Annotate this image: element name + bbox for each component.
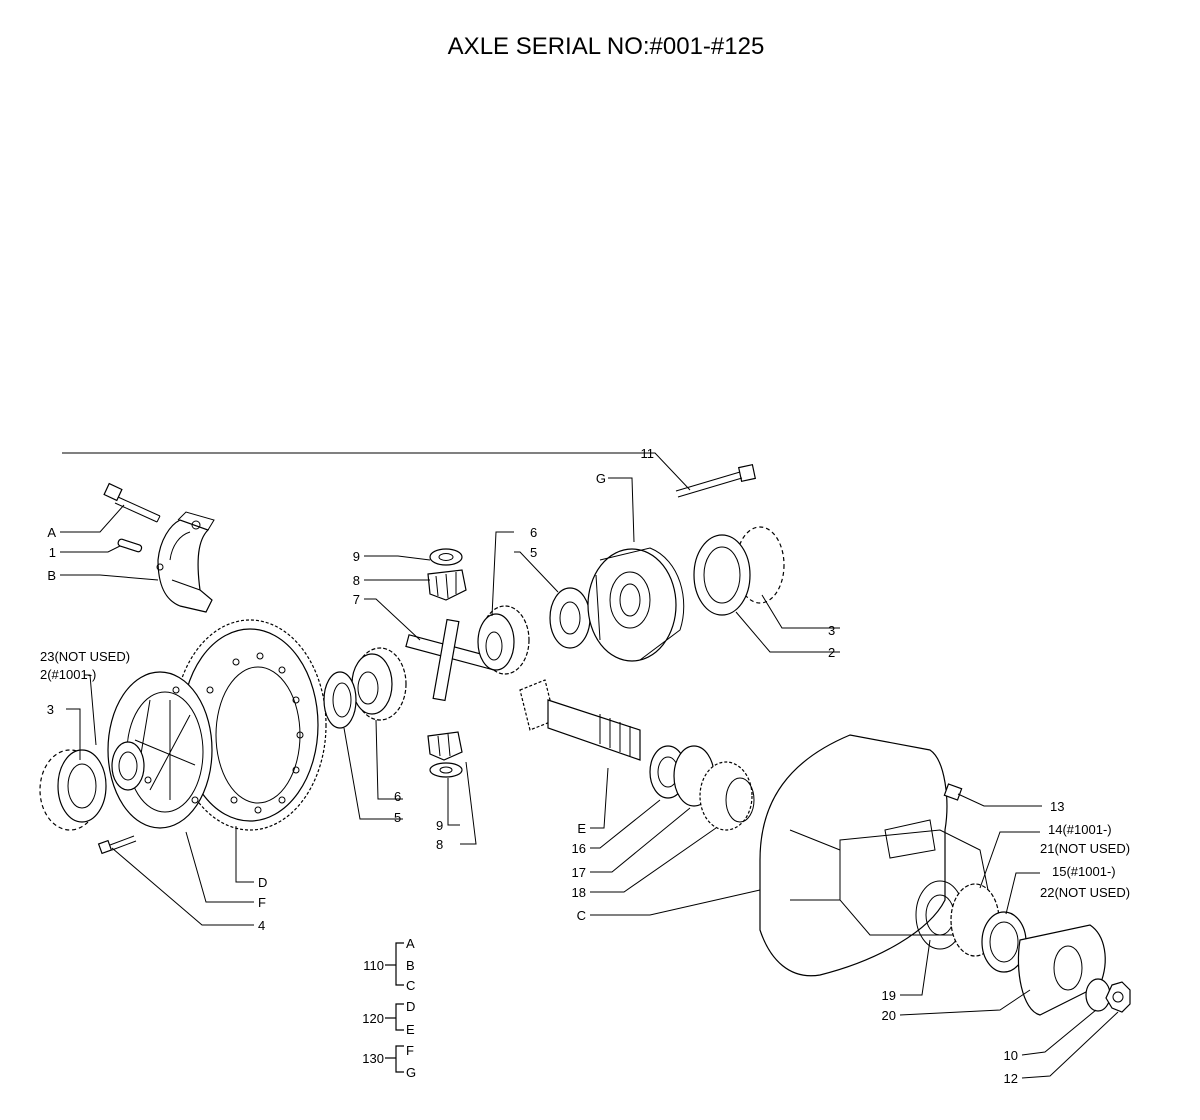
callout-5-mid: 5 xyxy=(394,810,401,825)
callout-15-1001: 15(#1001-) xyxy=(1052,864,1116,879)
group-120-letter-d: D xyxy=(406,999,415,1014)
ring-gear-d-part xyxy=(173,619,327,831)
drive-pinion-e-part xyxy=(519,679,641,761)
callout-7: 7 xyxy=(353,592,360,607)
bolt-11-part xyxy=(675,463,757,498)
diagram-title: AXLE SERIAL NO:#001-#125 xyxy=(448,33,765,60)
group-130-number: 130 xyxy=(362,1051,384,1066)
bearing-18-part xyxy=(699,761,755,831)
side-gear-6-top-part xyxy=(477,605,530,675)
pinion-gear-8-bottom-part xyxy=(427,731,463,761)
callout-14-1001: 14(#1001-) xyxy=(1048,822,1112,837)
group-110-letter-a: A xyxy=(406,936,415,951)
pin-1-part xyxy=(117,538,143,553)
group-110-number: 110 xyxy=(363,958,384,973)
callout-d: D xyxy=(258,875,267,890)
callout-6-mid: 6 xyxy=(394,789,401,804)
thrust-washer-5-part xyxy=(323,671,357,729)
callout-g: G xyxy=(596,471,606,486)
bearing-2-3-part xyxy=(693,526,785,616)
group-120: 120 D E xyxy=(362,999,415,1037)
callout-f: F xyxy=(258,895,266,910)
callout-6-top: 6 xyxy=(530,525,537,540)
callout-labels: 11 G A 1 B 9 8 7 6 5 3 2 23(NOT USED) 2(… xyxy=(40,446,1130,1086)
group-130: 130 F G xyxy=(362,1043,416,1080)
nut-12-part xyxy=(1105,981,1131,1013)
callout-9-top: 9 xyxy=(353,549,360,564)
washer-9-bottom-part xyxy=(429,762,463,778)
callout-2-right: 2 xyxy=(828,645,835,660)
callout-1: 1 xyxy=(49,545,56,560)
group-120-number: 120 xyxy=(362,1011,384,1026)
callout-8-bottom: 8 xyxy=(436,837,443,852)
carrier-housing-c-part xyxy=(759,734,991,977)
callout-22-not-used: 22(NOT USED) xyxy=(1040,885,1130,900)
group-130-letter-g: G xyxy=(406,1065,416,1080)
callout-21-not-used: 21(NOT USED) xyxy=(1040,841,1130,856)
group-120-letter-e: E xyxy=(406,1022,415,1037)
callout-13: 13 xyxy=(1050,799,1064,814)
callout-2-1001: 2(#1001-) xyxy=(40,667,96,682)
bearing-cap-b-part xyxy=(156,511,215,613)
group-110: 110 A B C xyxy=(363,936,415,993)
callout-c: C xyxy=(577,908,586,923)
callout-16: 16 xyxy=(572,841,586,856)
washer-10-part xyxy=(1085,978,1111,1012)
callout-19: 19 xyxy=(882,988,896,1003)
callout-3-left: 3 xyxy=(47,702,54,717)
callout-17: 17 xyxy=(572,865,586,880)
side-gear-6-part xyxy=(351,647,407,721)
group-110-letter-c: C xyxy=(406,978,415,993)
bolt-4-part xyxy=(97,835,137,855)
companion-flange-20-part xyxy=(1017,924,1106,1016)
callout-4: 4 xyxy=(258,918,265,933)
bolt-a-part xyxy=(103,482,161,523)
group-130-letter-f: F xyxy=(406,1043,414,1058)
callout-23-not-used: 23(NOT USED) xyxy=(40,649,130,664)
callout-9-bottom: 9 xyxy=(436,818,443,833)
group-110-letter-b: B xyxy=(406,958,415,973)
pinion-gear-8-part xyxy=(427,569,467,601)
leader-lines xyxy=(60,452,1119,1079)
callout-e: E xyxy=(577,821,586,836)
callout-10: 10 xyxy=(1004,1048,1018,1063)
callout-12: 12 xyxy=(1004,1071,1018,1086)
case-half-g-part xyxy=(587,547,685,662)
callout-20: 20 xyxy=(882,1008,896,1023)
callout-a: A xyxy=(47,525,56,540)
callout-8-top: 8 xyxy=(353,573,360,588)
thrust-washer-5-top-part xyxy=(549,587,591,649)
callout-3-right: 3 xyxy=(828,623,835,638)
callout-b: B xyxy=(47,568,56,583)
washer-9-part xyxy=(429,548,463,566)
differential-case-f-part xyxy=(39,671,213,831)
assembly-group-legend: 110 A B C 120 D E 130 F G xyxy=(362,936,416,1080)
callout-18: 18 xyxy=(572,885,586,900)
callout-5-top: 5 xyxy=(530,545,537,560)
callout-11: 11 xyxy=(641,446,655,461)
